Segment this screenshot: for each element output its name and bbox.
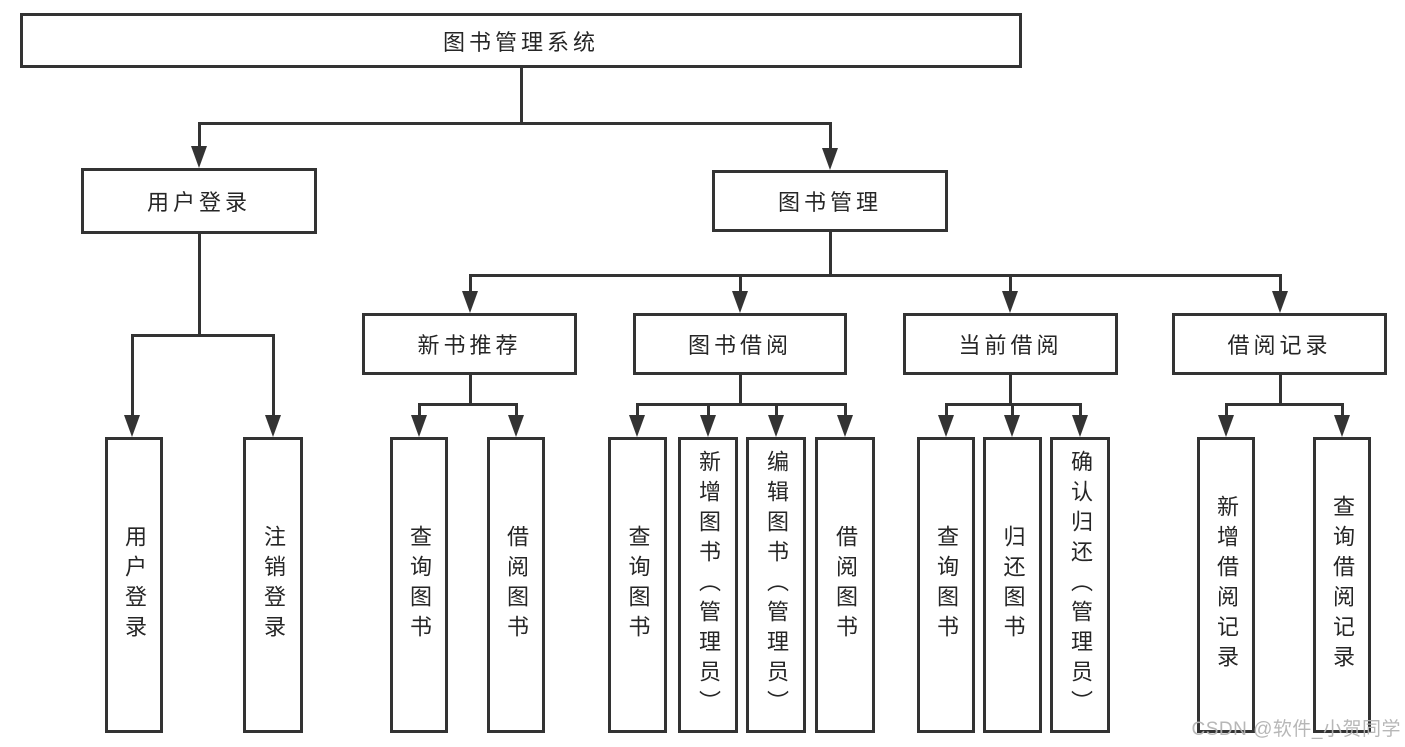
node-leaf-query-books-borrow-label: 查询图书 <box>625 525 651 645</box>
connector-drop <box>1279 274 1282 294</box>
arrow-down-icon <box>124 415 140 437</box>
node-leaf-add-borrow-record-label: 新增借阅记录 <box>1214 495 1239 675</box>
node-leaf-edit-books-admin-label: 编辑图书（管理员） <box>764 450 789 720</box>
node-leaf-return-books: 归还图书 <box>983 437 1042 733</box>
arrow-down-icon <box>1272 291 1288 313</box>
node-new-book-recommend: 新书推荐 <box>362 313 577 375</box>
connector-drop <box>1225 403 1228 418</box>
node-user-login-label: 用户登录 <box>146 190 251 215</box>
connector-drop <box>418 403 421 418</box>
connector-drop <box>945 403 948 418</box>
node-leaf-query-books-current-label: 查询图书 <box>934 525 959 645</box>
node-root: 图书管理系统 <box>20 13 1022 68</box>
arrow-down-icon <box>1218 415 1234 437</box>
arrow-down-icon <box>768 415 784 437</box>
connector-user-login-stem <box>198 234 201 336</box>
node-current-borrow: 当前借阅 <box>903 313 1118 375</box>
arrow-down-icon <box>1004 415 1020 437</box>
connector-stem <box>1279 375 1282 406</box>
connector-drop <box>131 334 134 418</box>
connector-drop <box>1079 403 1082 418</box>
arrow-down-icon <box>462 291 478 313</box>
connector-drop <box>1341 403 1344 418</box>
connector-book-mgmt-stem <box>829 232 832 276</box>
arrow-down-icon <box>265 415 281 437</box>
connector-root-stem <box>520 68 523 124</box>
connector-rail <box>1225 403 1344 406</box>
connector-drop <box>636 403 639 418</box>
connector-rail <box>131 334 275 337</box>
connector-drop <box>739 274 742 294</box>
node-leaf-logout-label: 注销登录 <box>261 525 286 645</box>
arrow-down-icon <box>191 146 207 168</box>
connector-stem <box>1009 375 1012 406</box>
connector-drop <box>1009 274 1012 294</box>
node-leaf-borrow-books-recommend-label: 借阅图书 <box>504 525 529 645</box>
node-current-borrow-label: 当前借阅 <box>958 333 1063 358</box>
arrow-down-icon <box>822 148 838 170</box>
node-leaf-confirm-return-admin-label: 确认归还（管理员） <box>1068 450 1093 720</box>
node-leaf-query-books-borrow: 查询图书 <box>608 437 667 733</box>
node-leaf-user-login: 用户登录 <box>105 437 163 733</box>
connector-level3-rail <box>469 274 1282 277</box>
connector-drop <box>515 403 518 418</box>
csdn-watermark: CSDN @软件_小贺同学 <box>1191 719 1401 740</box>
node-leaf-edit-books-admin: 编辑图书（管理员） <box>746 437 806 733</box>
node-leaf-query-books-current: 查询图书 <box>917 437 975 733</box>
node-leaf-confirm-return-admin: 确认归还（管理员） <box>1050 437 1110 733</box>
arrow-down-icon <box>411 415 427 437</box>
arrow-down-icon <box>508 415 524 437</box>
arrow-down-icon <box>938 415 954 437</box>
connector-drop <box>829 122 832 154</box>
node-leaf-add-books-admin-label: 新增图书（管理员） <box>696 450 721 720</box>
node-book-management-label: 图书管理 <box>777 190 882 215</box>
node-leaf-logout: 注销登录 <box>243 437 303 733</box>
node-borrow-records-label: 借阅记录 <box>1227 333 1332 358</box>
connector-drop <box>775 403 778 418</box>
arrow-down-icon <box>700 415 716 437</box>
node-leaf-query-borrow-record: 查询借阅记录 <box>1313 437 1371 733</box>
node-root-label: 图书管理系统 <box>442 29 599 55</box>
arrow-down-icon <box>732 291 748 313</box>
connector-drop <box>198 122 201 152</box>
arrow-down-icon <box>1072 415 1088 437</box>
connector-drop <box>1011 403 1014 418</box>
arrow-down-icon <box>1334 415 1350 437</box>
node-book-borrow-label: 图书借阅 <box>687 333 792 358</box>
arrow-down-icon <box>837 415 853 437</box>
node-leaf-query-books-recommend-label: 查询图书 <box>407 525 432 645</box>
node-new-book-recommend-label: 新书推荐 <box>417 333 522 358</box>
node-leaf-borrow-books-recommend: 借阅图书 <box>487 437 545 733</box>
node-leaf-borrow-books-borrow: 借阅图书 <box>815 437 875 733</box>
connector-drop <box>844 403 847 418</box>
connector-rail <box>636 403 847 406</box>
node-user-login: 用户登录 <box>81 168 317 234</box>
connector-drop <box>469 274 472 294</box>
node-book-management: 图书管理 <box>712 170 948 232</box>
connector-rail <box>418 403 518 406</box>
connector-stem <box>739 375 742 406</box>
node-leaf-borrow-books-borrow-label: 借阅图书 <box>833 525 858 645</box>
connector-drop <box>707 403 710 418</box>
connector-drop <box>272 334 275 418</box>
node-leaf-return-books-label: 归还图书 <box>1000 525 1026 645</box>
node-leaf-user-login-label: 用户登录 <box>122 525 147 645</box>
node-leaf-add-borrow-record: 新增借阅记录 <box>1197 437 1255 733</box>
arrow-down-icon <box>1002 291 1018 313</box>
arrow-down-icon <box>629 415 645 437</box>
connector-level2-rail <box>198 122 832 125</box>
node-borrow-records: 借阅记录 <box>1172 313 1387 375</box>
node-leaf-query-books-recommend: 查询图书 <box>390 437 448 733</box>
node-leaf-add-books-admin: 新增图书（管理员） <box>678 437 738 733</box>
node-leaf-query-borrow-record-label: 查询借阅记录 <box>1330 495 1355 675</box>
node-book-borrow: 图书借阅 <box>633 313 847 375</box>
connector-stem <box>469 375 472 406</box>
